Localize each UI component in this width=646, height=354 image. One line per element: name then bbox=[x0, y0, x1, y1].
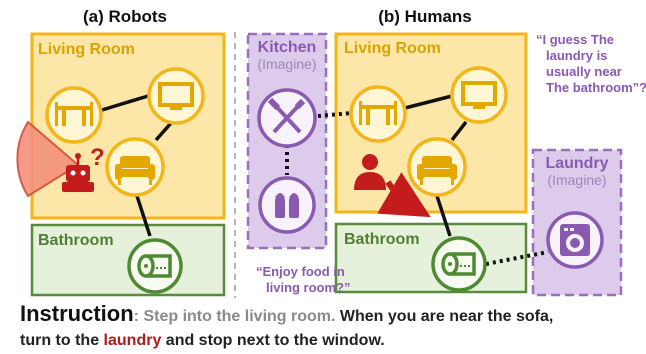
robots-graph-edges bbox=[101, 94, 174, 237]
humans-toilet-paper-icon bbox=[431, 236, 487, 292]
turn-arrow bbox=[377, 172, 431, 218]
instruction-label: Instruction bbox=[20, 301, 134, 326]
laundry-imagine-label: (Imagine) bbox=[547, 172, 606, 188]
kitchen-imagine-label: (Imagine) bbox=[257, 56, 316, 72]
laundry-guess-thought: “I guess The laundry is usually near The… bbox=[536, 32, 646, 95]
svg-text:usually near: usually near bbox=[546, 64, 622, 79]
laundry-label: Laundry bbox=[545, 155, 608, 172]
robots-sofa-icon bbox=[105, 137, 165, 197]
instruction-line-2: turn to the laundry and stop next to the… bbox=[20, 329, 640, 353]
humans-table-icon bbox=[349, 85, 407, 143]
robots-bathroom-label: Bathroom bbox=[38, 232, 114, 249]
robots-table-icon bbox=[45, 86, 103, 144]
robots-panel-title: (a) Robots bbox=[83, 7, 167, 26]
instruction-step-2: When you are near the sofa, bbox=[335, 308, 554, 325]
humans-bathroom-label: Bathroom bbox=[344, 231, 420, 248]
humans-dotted-edges bbox=[285, 111, 549, 266]
humans-sofa-icon bbox=[407, 137, 467, 197]
humans-panel-title: (b) Humans bbox=[378, 7, 472, 26]
instruction-line-1: Instruction: Step into the living room. … bbox=[20, 302, 640, 329]
humans-living-room-label: Living Room bbox=[344, 40, 441, 57]
instruction-target-laundry: laundry bbox=[103, 332, 162, 349]
humans-graph-edges bbox=[404, 94, 468, 237]
svg-text:“I guess The: “I guess The bbox=[536, 32, 614, 47]
instruction-step-1: Step into the living room. bbox=[139, 308, 336, 325]
svg-text:living room?”: living room?” bbox=[266, 280, 351, 295]
kitchen-label: Kitchen bbox=[258, 39, 317, 56]
humans-tv-icon bbox=[450, 66, 508, 124]
salt-pepper-icon bbox=[258, 176, 316, 234]
food-question-thought: “Enjoy food in living room?” bbox=[256, 264, 351, 295]
robots-toilet-paper-icon bbox=[127, 238, 183, 294]
instruction-colon: : bbox=[133, 308, 139, 325]
svg-text:The bathroom”?: The bathroom”? bbox=[546, 80, 646, 95]
instruction-step-3: turn to the bbox=[20, 332, 104, 349]
robot-icon bbox=[62, 153, 94, 192]
washing-machine-icon bbox=[546, 211, 604, 269]
svg-text:“Enjoy food in: “Enjoy food in bbox=[256, 264, 345, 279]
robots-tv-icon bbox=[147, 67, 205, 125]
robots-living-room-label: Living Room bbox=[38, 41, 135, 58]
fork-knife-icon bbox=[257, 88, 317, 148]
svg-text:laundry is: laundry is bbox=[546, 48, 607, 63]
humans-bathroom-box bbox=[334, 222, 528, 294]
instruction-text: Instruction: Step into the living room. … bbox=[20, 302, 640, 353]
robot-question-mark: ? bbox=[90, 144, 105, 171]
instruction-step-4: and stop next to the window. bbox=[161, 332, 385, 349]
robot-viewing-cone bbox=[16, 120, 80, 198]
